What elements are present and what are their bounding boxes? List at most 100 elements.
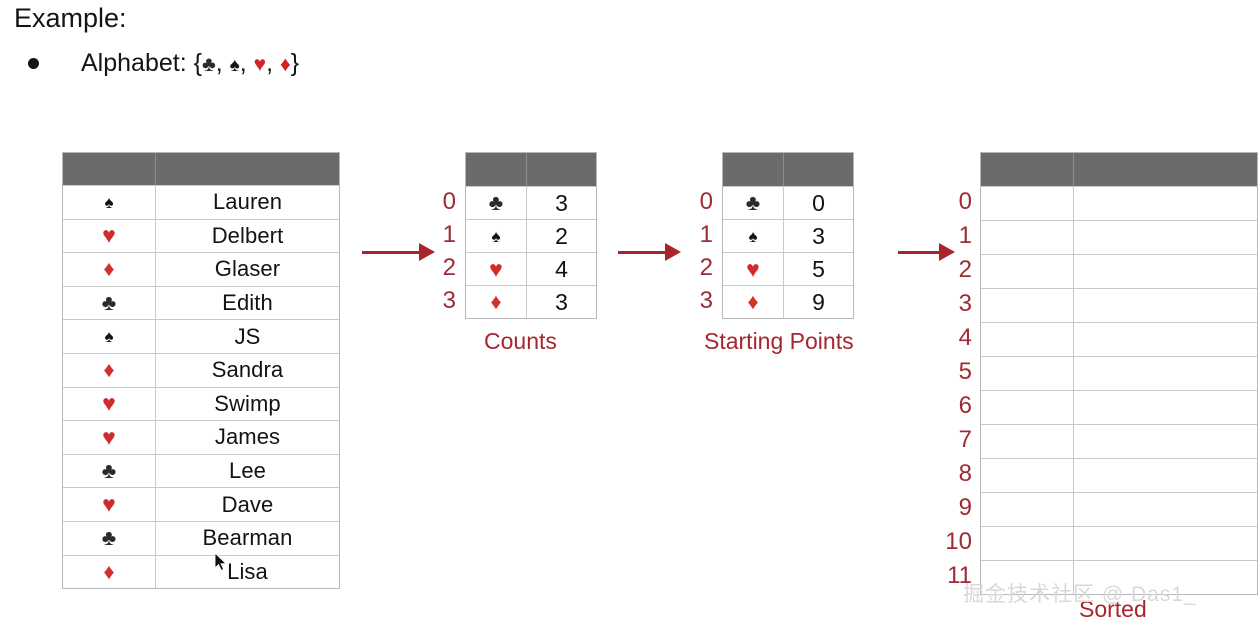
row-index-label: 11 [947,562,972,589]
table-row[interactable]: ♣Bearman [63,520,339,555]
cell-suit: ♥ [723,253,783,285]
table-row[interactable] [981,254,1257,288]
table-row[interactable] [981,424,1257,458]
cell-suit [981,289,1073,322]
table-row[interactable]: ♥James [63,420,339,454]
cell-value: 5 [783,253,853,285]
arrow-right-icon-2 [618,241,681,263]
cell-value [1073,493,1257,526]
cell-value: Bearman [155,521,339,555]
heart-suit-icon: ♥ [102,423,116,450]
cell-suit: ♥ [63,421,155,454]
row-index-label: 0 [958,188,972,215]
cell-value: Glaser [155,253,339,286]
heart-suit-icon: ♥ [102,491,116,518]
table-row[interactable]: ♥5 [723,252,853,285]
cell-suit: ♦ [63,253,155,286]
table-header-row [466,153,596,186]
spade-suit-icon: ♠ [491,226,501,246]
cell-value: Dave [155,488,339,521]
cell-suit: ♥ [63,388,155,421]
club-suit-icon: ♣ [101,290,117,316]
row-index-label: 2 [442,253,456,281]
cell-suit: ♥ [466,253,526,285]
table-row[interactable] [981,288,1257,322]
table-row[interactable]: ♥4 [466,252,596,285]
table-row[interactable] [981,390,1257,424]
table-row[interactable]: ♦ Glaser [63,252,339,286]
table-row[interactable] [981,220,1257,254]
table-row[interactable] [981,186,1257,220]
cell-value: 3 [526,187,596,219]
header-cell-suit [63,153,155,185]
table-row[interactable]: ♠2 [466,219,596,252]
table-row[interactable]: ♦ Lisa [63,554,339,589]
arrow-shaft [362,250,420,254]
diamond-suit-icon: ♦ [747,289,759,314]
diamond-suit-icon: ♦ [103,558,115,584]
table-row[interactable]: ♣3 [466,186,596,219]
table-header-row [981,153,1257,186]
alphabet-bullet-row: Alphabet: {♣, ♠, ♥, ♦} [28,48,299,78]
table-row[interactable]: ♦Sandra [63,352,339,387]
cell-suit: ♣ [466,187,526,219]
cell-suit [981,187,1073,220]
row-index-label: 0 [442,187,456,215]
table-row[interactable] [981,458,1257,492]
table-header-row [723,153,853,186]
table-row[interactable] [981,322,1257,356]
club-suit-icon: ♣ [488,190,504,215]
row-index-label: 6 [958,392,972,419]
cell-value [1073,357,1257,390]
club-suit-icon: ♣ [201,53,216,76]
cell-suit [981,493,1073,526]
table-row[interactable]: ♣Edith [63,285,339,320]
cell-value: Sandra [155,353,339,387]
cell-value [1073,425,1257,458]
cell-value: Lauren [155,186,339,219]
table-row[interactable]: ♦9 [723,285,853,318]
diamond-suit-icon: ♦ [103,256,115,282]
table-row[interactable]: ♥Swimp [63,386,339,421]
cell-value [1073,561,1257,594]
cell-value: Lisa [155,555,339,589]
starting-points-caption: Starting Points [704,328,854,354]
diamond-suit-icon: ♦ [490,289,502,314]
table-row[interactable]: ♥Delbert [63,218,339,253]
table-row[interactable]: ♠3 [723,219,853,252]
cell-value: 2 [526,220,596,252]
club-suit-icon: ♣ [745,190,761,215]
cell-value [1073,255,1257,288]
table-row[interactable] [981,526,1257,560]
cell-value: JS [155,320,339,353]
table-row[interactable]: ♦3 [466,285,596,318]
alphabet-definition: Alphabet: {♣, ♠, ♥, ♦} [81,49,300,77]
row-index-label: 2 [958,256,972,283]
cell-value [1073,391,1257,424]
arrow-head [939,243,955,261]
page-title: Example: [14,3,127,33]
header-cell-suit [981,153,1073,186]
row-index-label: 3 [958,290,972,317]
table-row[interactable]: ♠JS [63,319,339,353]
table-row[interactable]: ♥ Dave [63,487,339,521]
table-row[interactable]: ♣Lee [63,453,339,488]
table-row[interactable] [981,560,1257,594]
cell-suit: ♦ [466,286,526,318]
cell-value: Lee [155,454,339,488]
table-row[interactable] [981,492,1257,526]
row-index-label: 9 [958,494,972,521]
row-index-label: 3 [442,286,456,314]
spade-suit-icon: ♠ [104,192,114,212]
cell-suit [981,391,1073,424]
table-row[interactable]: ♠ Lauren [63,185,339,219]
cell-suit [981,357,1073,390]
cell-suit: ♦ [63,354,155,387]
cell-suit [981,221,1073,254]
table-row[interactable] [981,356,1257,390]
row-index-label: 1 [958,222,972,249]
arrow-right-icon-3 [898,241,955,263]
table-row[interactable]: ♣0 [723,186,853,219]
row-index-label: 10 [945,528,972,555]
